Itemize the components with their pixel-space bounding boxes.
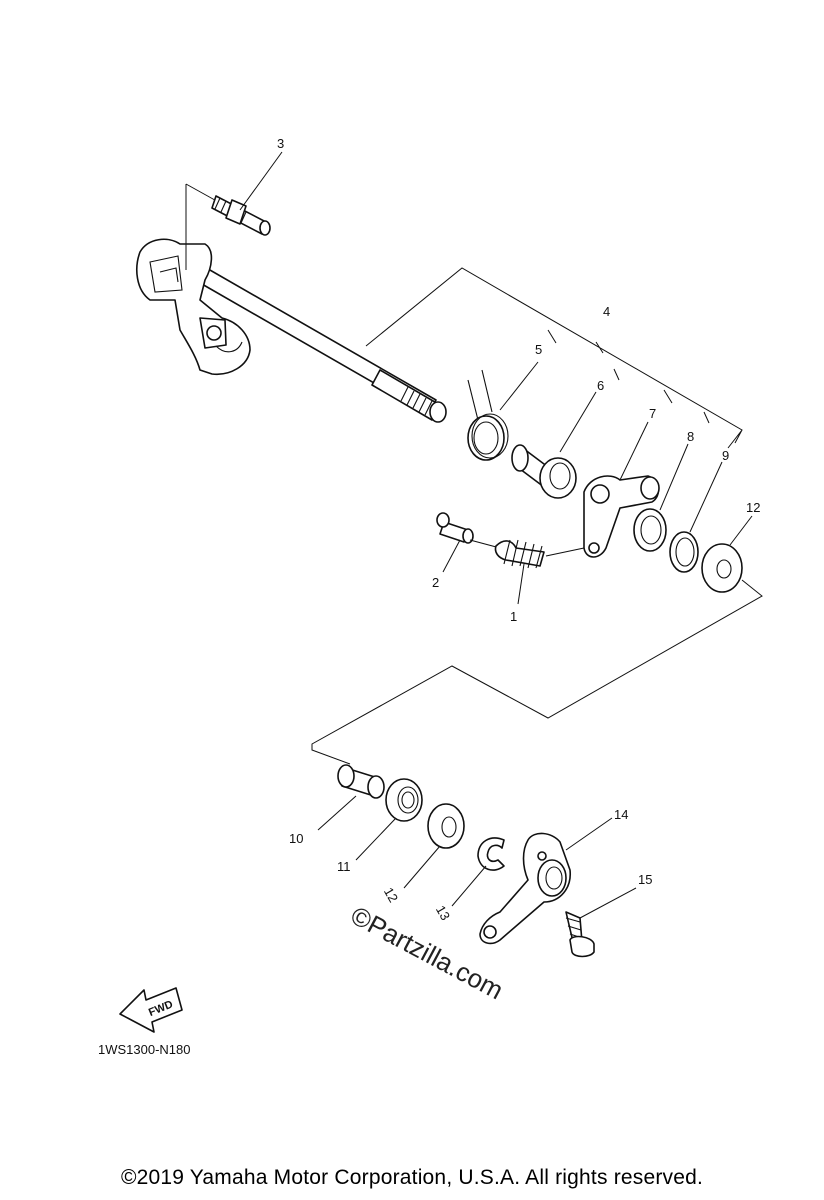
callout-6: 6	[597, 378, 604, 393]
callout-1: 1	[510, 609, 517, 624]
lever-part-7	[583, 421, 660, 558]
bracket-lower-group	[311, 579, 763, 765]
pin-part-2	[436, 512, 474, 573]
callout-2: 2	[432, 575, 439, 590]
e-clip-part-13	[451, 837, 505, 907]
stud-part-3	[211, 151, 283, 236]
assembly-bracket-4	[365, 267, 743, 449]
copyright-notice: ©2019 Yamaha Motor Corporation, U.S.A. A…	[120, 1166, 704, 1189]
callout-13: 13	[433, 903, 453, 923]
shift-arm-part-14	[479, 817, 613, 945]
collar-part-6	[511, 391, 597, 499]
callout-12b: 12	[381, 885, 401, 905]
shift-shaft-assembly	[136, 183, 447, 423]
circlip-part-9	[669, 461, 723, 573]
callout-15: 15	[638, 872, 652, 887]
callout-3: 3	[277, 136, 284, 151]
bolt-part-15	[565, 887, 637, 958]
callout-10: 10	[289, 831, 303, 846]
washer-part-12	[701, 515, 753, 593]
washer-part-8	[633, 443, 689, 552]
callout-7: 7	[649, 406, 656, 421]
spring-part-5	[467, 361, 539, 461]
callout-5: 5	[535, 342, 542, 357]
callouts: 1 2 3 4 5 6 7 8 9 10 11 12 12 13 14 15	[277, 136, 760, 923]
callout-14: 14	[614, 807, 628, 822]
callout-8: 8	[687, 429, 694, 444]
washer-part-12-lower	[403, 803, 465, 889]
fwd-arrow: FWD	[119, 987, 183, 1033]
bearing-part-10	[317, 764, 385, 831]
oil-seal-part-11	[355, 778, 423, 861]
diagram-code: 1WS1300-N180	[98, 1042, 191, 1057]
callout-12: 12	[746, 500, 760, 515]
callout-4: 4	[603, 304, 610, 319]
return-spring-part-1	[469, 539, 585, 605]
callout-11: 11	[337, 859, 351, 874]
callout-9: 9	[722, 448, 729, 463]
